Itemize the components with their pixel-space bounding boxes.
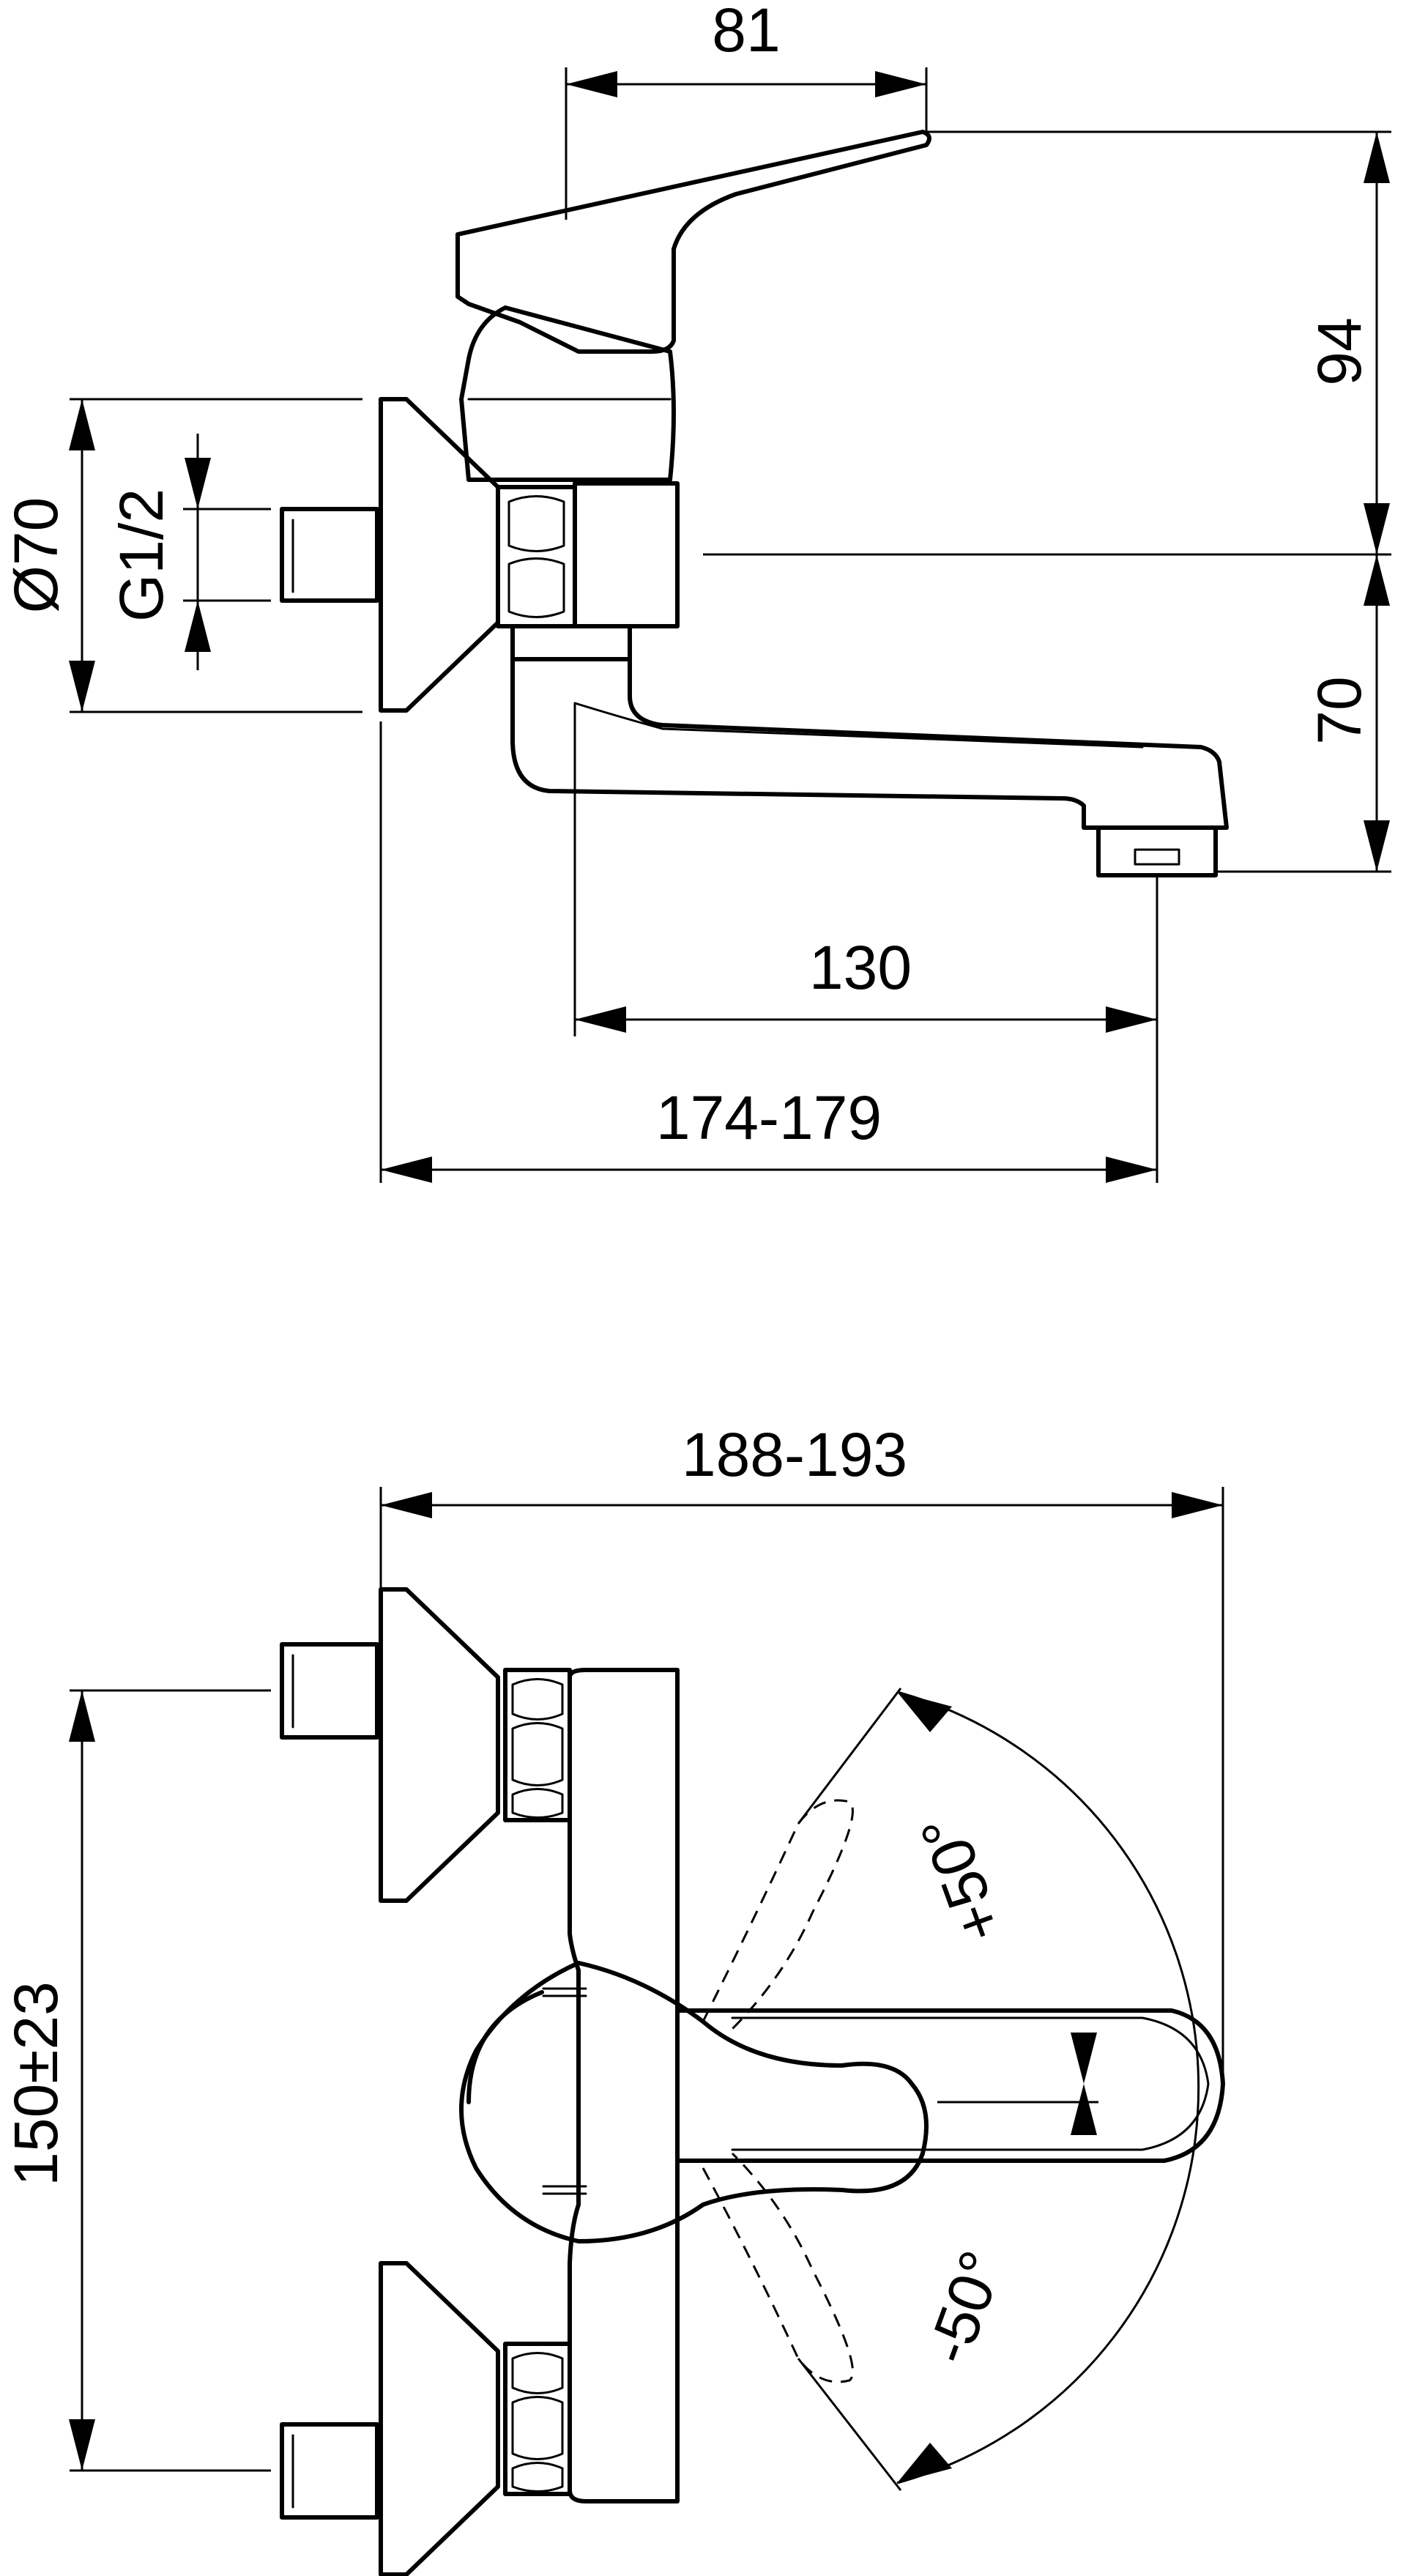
- dim-label-188-193: 188-193: [682, 1420, 907, 1489]
- dimension-rotation-angle: +50° -50°: [797, 1688, 1200, 2491]
- dim-label-70: 70: [1305, 676, 1374, 744]
- dim-label-130: 130: [809, 933, 912, 1002]
- dim-label-diameter: Ø70: [1, 497, 70, 614]
- dimension-heights: 94 70: [703, 130, 1391, 873]
- dim-label-150: 150±23: [1, 1981, 70, 2186]
- dimension-flange-diameter: Ø70: [1, 398, 362, 713]
- dim-label-174-179: 174-179: [656, 1083, 882, 1152]
- dim-label-94: 94: [1305, 317, 1374, 385]
- dimension-thread: G1/2: [107, 434, 271, 670]
- angle-label-plus: +50°: [907, 1806, 1016, 1951]
- dimension-total-width: 188-193: [379, 1420, 1224, 2084]
- mixer-body-side: [280, 130, 1229, 877]
- dimension-centers: 150±23: [1, 1689, 271, 2472]
- dim-label-81: 81: [712, 0, 780, 64]
- dimension-total-projection: 174-179: [379, 721, 1157, 1183]
- dim-label-thread: G1/2: [107, 489, 176, 622]
- top-view: 188-193 150±23 +50° -50°: [1, 1420, 1225, 2576]
- angle-label-minus: -50°: [913, 2242, 1016, 2372]
- dimension-lever-reach: 81: [565, 0, 928, 220]
- side-view: 81 94 70 Ø70: [1, 0, 1391, 1183]
- mixer-body-top: [280, 1587, 1225, 2576]
- dimension-spout-reach: 130: [573, 703, 1158, 1183]
